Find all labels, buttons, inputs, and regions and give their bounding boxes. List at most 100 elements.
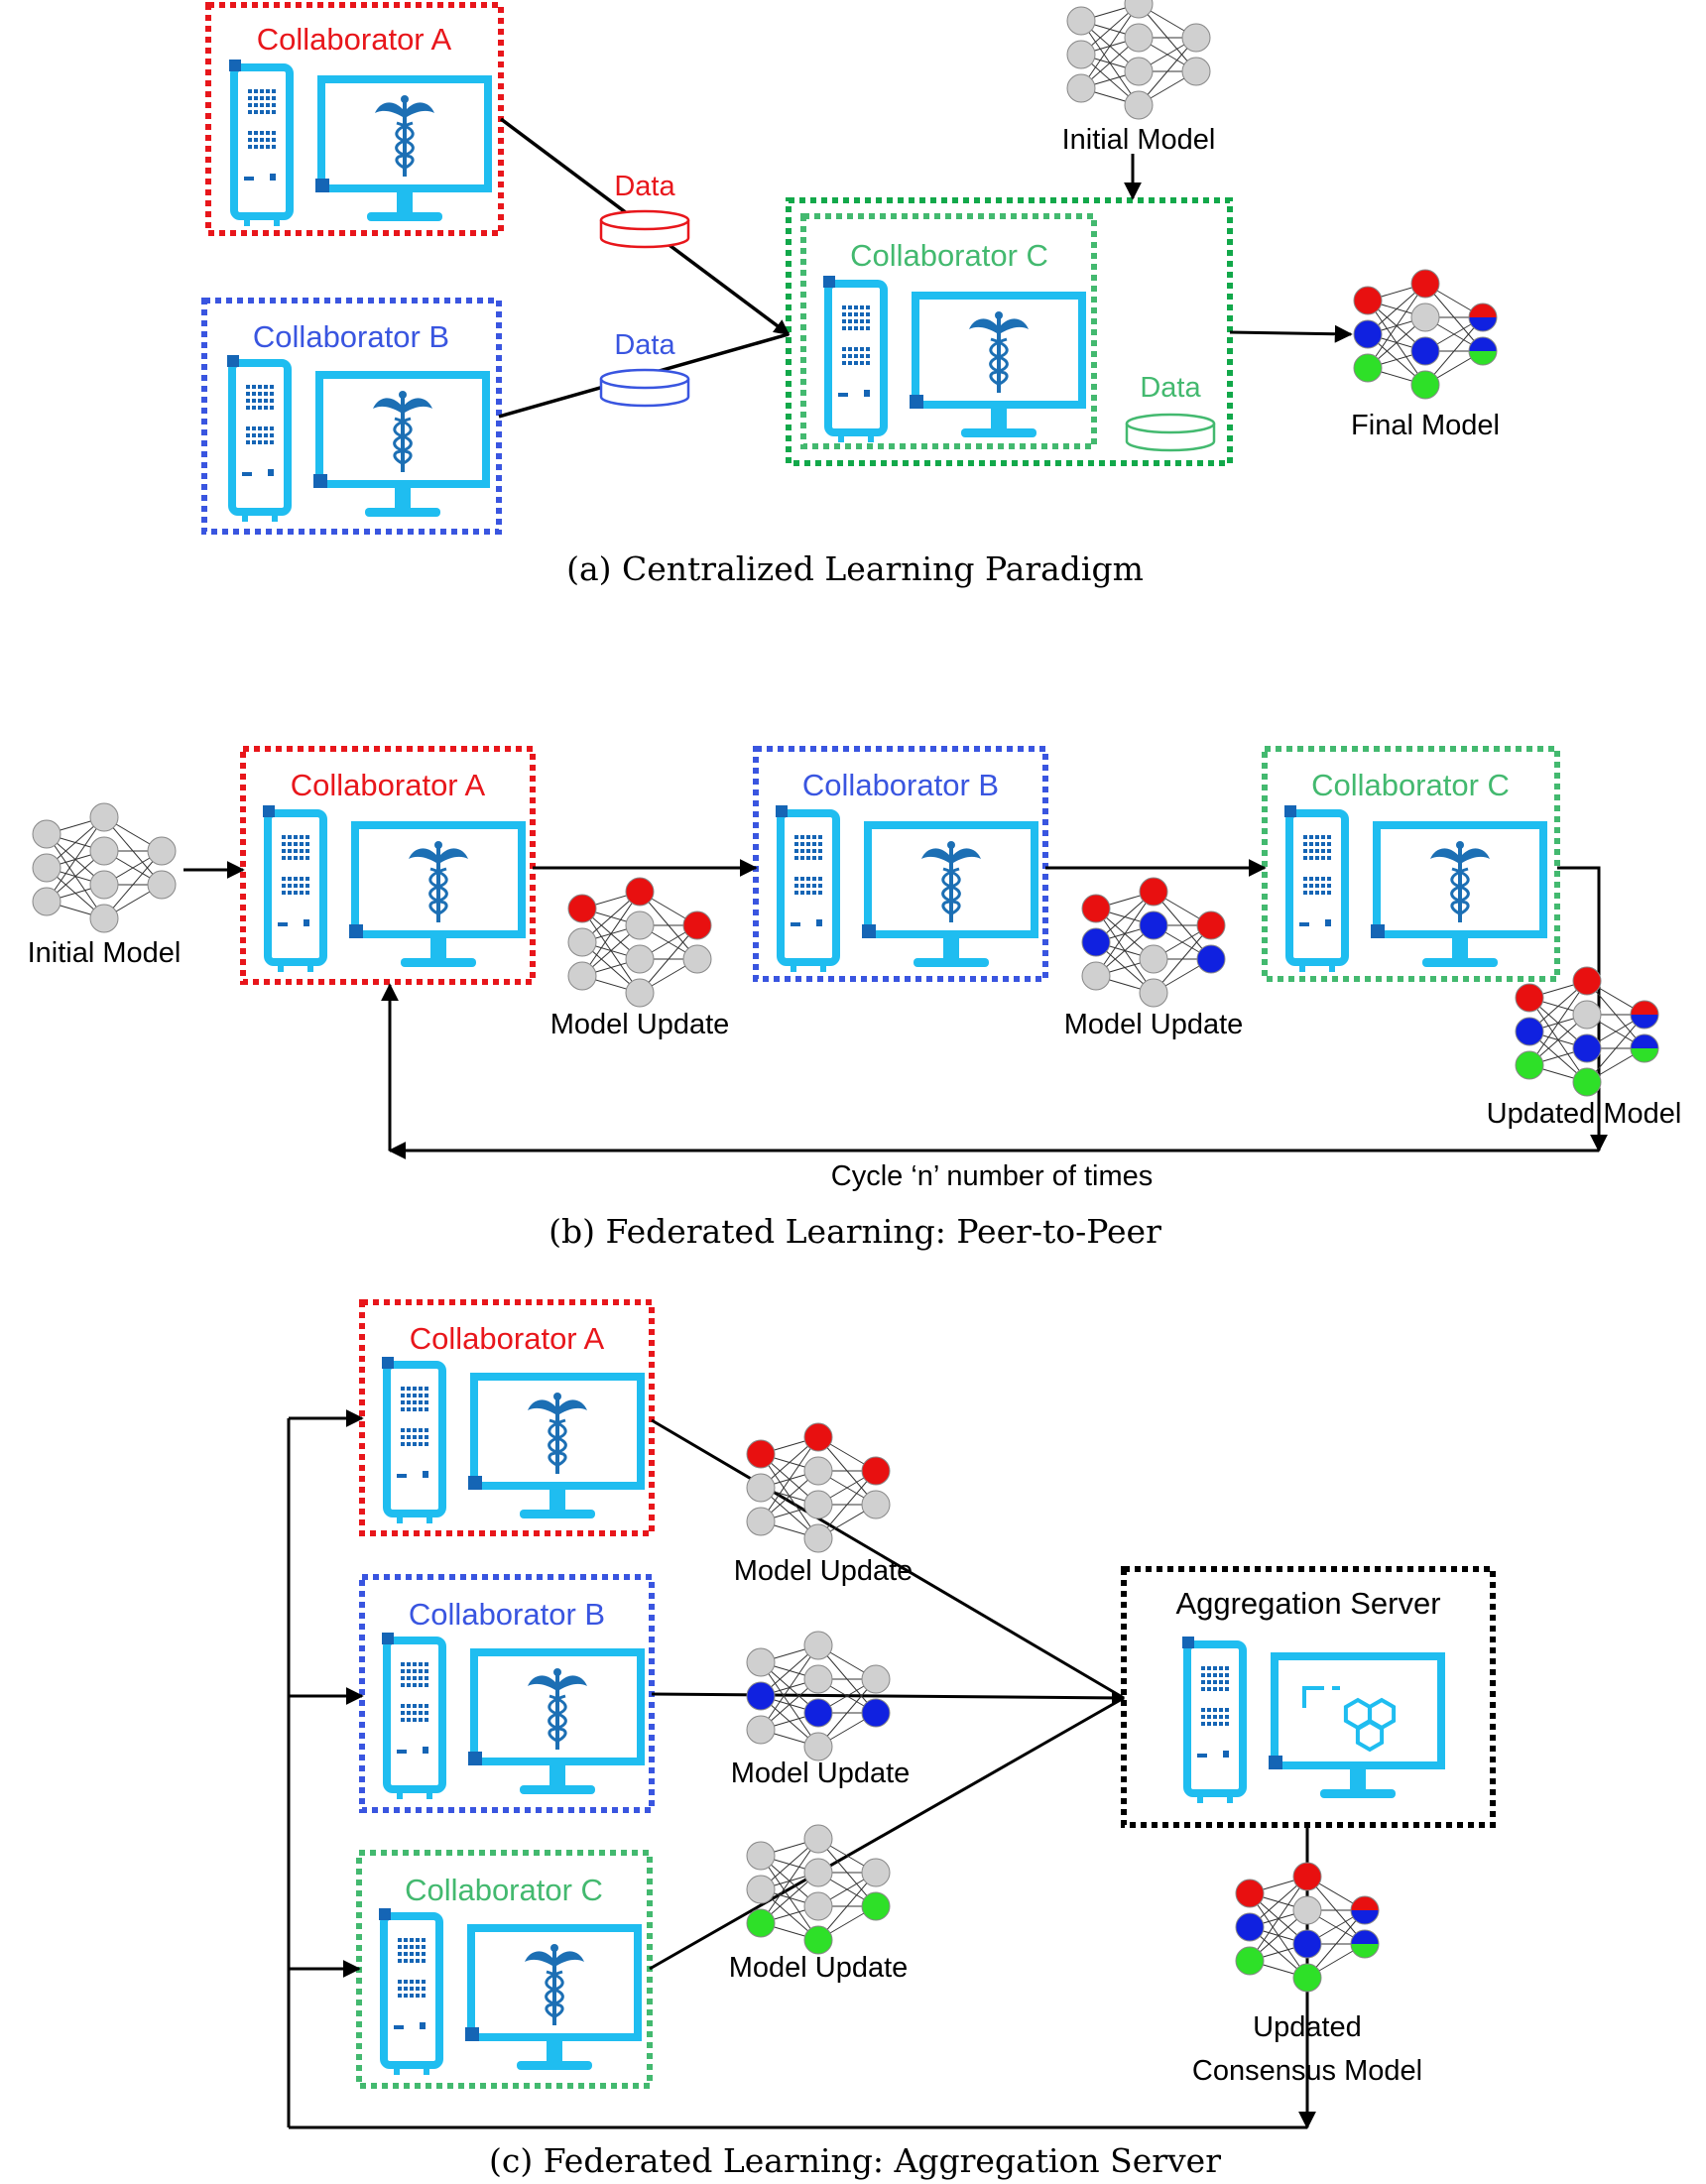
tower-vent bbox=[246, 399, 250, 403]
tower-led bbox=[1284, 805, 1296, 817]
tower-vent bbox=[260, 138, 264, 142]
tower-vent bbox=[270, 406, 274, 410]
network-node bbox=[1139, 978, 1168, 1008]
tower-slot bbox=[1197, 1754, 1207, 1758]
monitor-stand bbox=[961, 428, 1036, 437]
tower-button bbox=[268, 469, 274, 476]
caduceus-knob bbox=[550, 1944, 558, 1952]
panel-b: Initial Model Collaborator A Collaborato… bbox=[28, 746, 1681, 1251]
network-node bbox=[625, 944, 655, 974]
tower-vent bbox=[812, 877, 816, 881]
tower-vent bbox=[425, 1711, 428, 1715]
tower-vent bbox=[404, 1959, 408, 1963]
tower-vent bbox=[812, 884, 816, 888]
device-c bbox=[823, 276, 1086, 442]
network-node bbox=[89, 904, 119, 933]
monitor-stand bbox=[520, 1785, 595, 1794]
network-edge bbox=[1080, 3, 1140, 89]
network-edge bbox=[103, 850, 163, 919]
model-update-b-label: Model Update bbox=[731, 1758, 911, 1789]
tower-vent bbox=[272, 89, 276, 93]
network-node bbox=[803, 1631, 833, 1660]
device-b bbox=[227, 355, 490, 522]
tower-vent bbox=[413, 1428, 417, 1432]
collaborator-b-label: Collaborator B bbox=[253, 319, 449, 354]
network-edge bbox=[639, 924, 698, 994]
tower-vent bbox=[1321, 849, 1325, 853]
final-model-network-icon bbox=[1353, 269, 1498, 400]
network-node bbox=[1066, 40, 1096, 69]
tower-vent bbox=[1327, 877, 1331, 881]
tower-vent bbox=[270, 399, 274, 403]
tower-vent bbox=[794, 891, 798, 895]
tower-vent bbox=[806, 884, 810, 888]
tower-button bbox=[1223, 1751, 1229, 1758]
tower-vent bbox=[398, 1959, 402, 1963]
tower-vent bbox=[407, 1662, 411, 1666]
tower-vent bbox=[860, 326, 864, 330]
tower-vent bbox=[272, 103, 276, 107]
monitor-neck bbox=[549, 1765, 565, 1785]
tower-vent bbox=[800, 856, 804, 860]
tower-vent bbox=[258, 392, 262, 396]
network-node bbox=[1292, 1895, 1322, 1925]
network-node bbox=[1139, 944, 1168, 974]
server-device bbox=[1182, 1637, 1445, 1803]
tower-vent bbox=[419, 1683, 423, 1687]
tower-vent bbox=[1309, 849, 1313, 853]
tower-vent bbox=[1327, 891, 1331, 895]
network-node bbox=[32, 853, 61, 883]
network-edge bbox=[760, 1838, 819, 1924]
network-node bbox=[625, 877, 655, 907]
tower-vent bbox=[260, 145, 264, 149]
tower-vent bbox=[266, 145, 270, 149]
network-edge bbox=[1586, 1014, 1645, 1083]
network-node bbox=[147, 836, 177, 866]
network-node bbox=[861, 1891, 891, 1921]
tower-vent bbox=[1219, 1722, 1223, 1726]
model-update-1-network-icon bbox=[567, 877, 712, 1008]
tower-vent bbox=[1303, 884, 1307, 888]
tower-vent bbox=[260, 110, 264, 114]
tower-vent bbox=[398, 1938, 402, 1942]
data-c-label: Data bbox=[1140, 372, 1201, 404]
tower-vent bbox=[260, 96, 264, 100]
tower-vent bbox=[800, 891, 804, 895]
tower-vent bbox=[300, 842, 304, 846]
tower-vent bbox=[848, 326, 852, 330]
network-node bbox=[567, 894, 597, 923]
caduceus-wing bbox=[1001, 318, 1029, 333]
tower-vent bbox=[252, 440, 256, 444]
network-node bbox=[32, 819, 61, 849]
tower-vent bbox=[1309, 842, 1313, 846]
tower-vent bbox=[866, 305, 870, 309]
tower-vent bbox=[407, 1435, 411, 1439]
network-node bbox=[682, 944, 712, 974]
tower-vent bbox=[425, 1704, 428, 1708]
tower-vent bbox=[1219, 1666, 1223, 1670]
tower-vent bbox=[860, 319, 864, 323]
tower-vent bbox=[413, 1718, 417, 1722]
network-node-bottom bbox=[1351, 1910, 1379, 1924]
tower-vent bbox=[860, 347, 864, 351]
tower-vent bbox=[1327, 884, 1331, 888]
monitor-neck bbox=[549, 1490, 565, 1510]
tower-foot bbox=[278, 962, 284, 972]
tower-vent bbox=[258, 433, 262, 437]
tower-slot bbox=[394, 2025, 404, 2029]
network-edge bbox=[1528, 980, 1588, 1066]
tower-vent bbox=[422, 1994, 426, 1998]
tower-vent bbox=[404, 1994, 408, 1998]
tower-vent bbox=[1321, 884, 1325, 888]
tower-vent bbox=[264, 385, 268, 389]
monitor-neck bbox=[1350, 1769, 1366, 1789]
tower-foot bbox=[242, 512, 248, 522]
device-a bbox=[263, 805, 526, 972]
caduceus-snake bbox=[428, 867, 448, 916]
tower-led bbox=[382, 1357, 394, 1369]
tower-vent bbox=[416, 1952, 420, 1956]
network-node bbox=[625, 978, 655, 1008]
tower-vent bbox=[288, 856, 292, 860]
consensus-label-line1: Updated bbox=[1253, 2011, 1362, 2043]
